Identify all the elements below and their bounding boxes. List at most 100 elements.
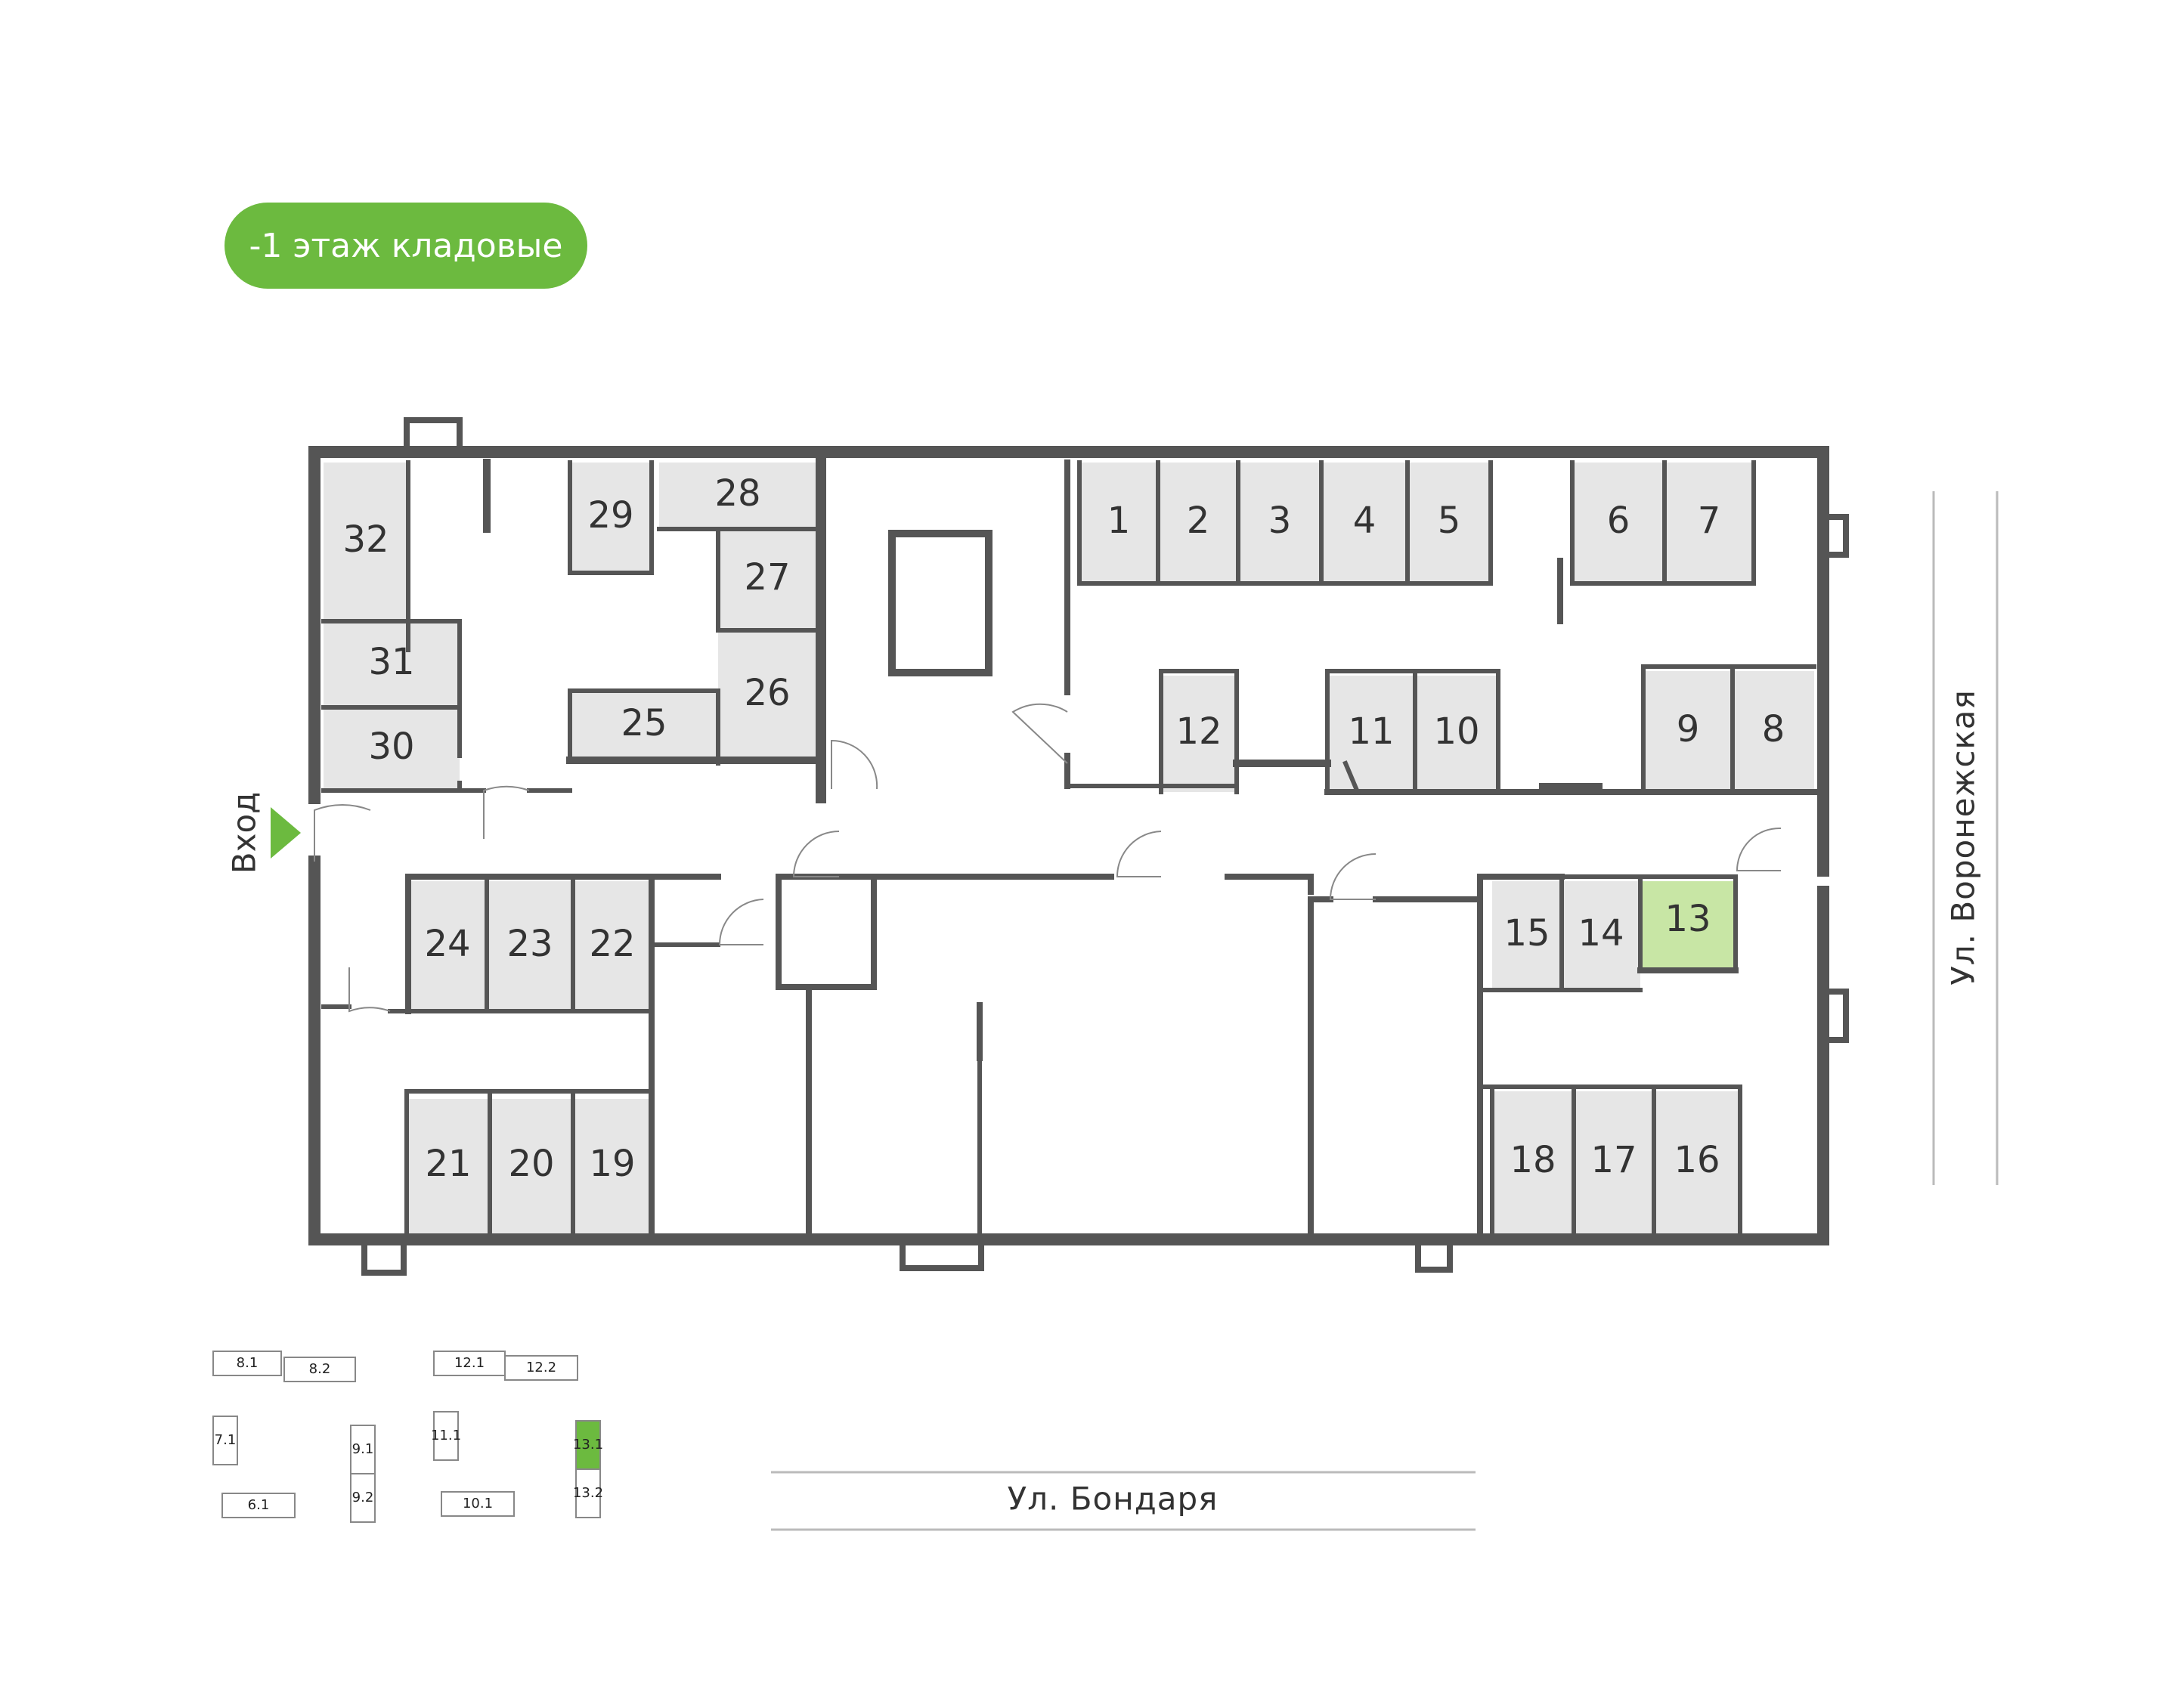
legend-unit-12.1[interactable]	[433, 1351, 506, 1376]
legend-unit-label-9.2: 9.2	[352, 1490, 374, 1505]
storage-unit-26[interactable]	[718, 630, 816, 760]
storage-unit-16[interactable]	[1654, 1091, 1740, 1233]
storage-unit-label-16: 16	[1674, 1139, 1720, 1181]
storage-unit-14[interactable]	[1562, 881, 1640, 990]
storage-unit-8[interactable]	[1733, 671, 1814, 792]
door-swing	[314, 803, 371, 862]
legend-unit-label-13.2: 13.2	[573, 1485, 603, 1501]
storage-unit-31[interactable]	[324, 621, 460, 707]
legend-unit-8.2[interactable]	[283, 1357, 356, 1382]
storage-unit-27[interactable]	[718, 529, 816, 630]
legend-unit-13.2[interactable]	[575, 1468, 601, 1518]
wall-segment	[900, 1236, 984, 1271]
legend-unit-label-8.2: 8.2	[309, 1361, 331, 1377]
storage-unit-32[interactable]	[324, 463, 408, 621]
storage-unit-label-2: 2	[1187, 500, 1210, 542]
storage-unit-label-5: 5	[1438, 500, 1461, 542]
storage-unit-15[interactable]	[1492, 881, 1562, 990]
legend-unit-10.1[interactable]	[441, 1491, 515, 1517]
storage-unit-label-10: 10	[1433, 710, 1479, 753]
door-swing	[792, 831, 840, 877]
storage-unit-28[interactable]	[659, 463, 816, 529]
storage-units-layer	[324, 463, 1814, 1233]
storage-unit-5[interactable]	[1407, 463, 1491, 583]
wall-segment	[361, 1236, 407, 1276]
storage-unit-19[interactable]	[573, 1099, 652, 1233]
legend-unit-6.1[interactable]	[221, 1493, 296, 1518]
storage-unit-label-22: 22	[589, 923, 635, 965]
legend-unit-7.1[interactable]	[212, 1416, 238, 1465]
storage-unit-25[interactable]	[570, 691, 718, 760]
storage-unit-30[interactable]	[324, 707, 460, 791]
storage-unit-24[interactable]	[408, 881, 487, 1011]
storage-unit-label-26: 26	[744, 672, 790, 714]
storage-unit-label-7: 7	[1698, 500, 1721, 542]
wall-segment	[404, 417, 463, 455]
storage-unit-11[interactable]	[1327, 676, 1415, 792]
storage-unit-label-3: 3	[1268, 500, 1292, 542]
door-swing	[718, 899, 764, 945]
storage-unit-label-28: 28	[714, 472, 760, 515]
storage-unit-1[interactable]	[1079, 463, 1158, 583]
storage-unit-9[interactable]	[1643, 671, 1733, 792]
storage-unit-label-8: 8	[1762, 708, 1785, 750]
legend-unit-label-7.1: 7.1	[215, 1432, 237, 1448]
storage-unit-6[interactable]	[1572, 463, 1664, 583]
legend-unit-9.2[interactable]	[350, 1473, 376, 1523]
storage-unit-label-6: 6	[1607, 500, 1630, 542]
storage-unit-20[interactable]	[490, 1099, 573, 1233]
entrance-label: Вход	[226, 792, 263, 874]
storage-unit-label-20: 20	[508, 1143, 554, 1185]
door-swing	[1329, 853, 1376, 900]
door-swing	[1736, 827, 1782, 871]
storage-unit-18[interactable]	[1492, 1091, 1574, 1233]
storage-unit-label-17: 17	[1590, 1139, 1637, 1181]
storage-unit-22[interactable]	[573, 881, 652, 1011]
legend-unit-label-12.1: 12.1	[454, 1355, 485, 1371]
storage-unit-label-4: 4	[1353, 500, 1376, 542]
storage-unit-13[interactable]	[1640, 881, 1736, 970]
wall-segment	[1820, 989, 1849, 1043]
storage-unit-label-23: 23	[506, 923, 553, 965]
storage-unit-label-18: 18	[1510, 1139, 1556, 1181]
wall-segment	[1342, 760, 1361, 795]
storage-unit-10[interactable]	[1415, 676, 1498, 792]
storage-unit-29[interactable]	[570, 463, 652, 573]
storage-unit-7[interactable]	[1664, 463, 1754, 583]
storage-unit-label-15: 15	[1503, 912, 1550, 955]
street-label-right: Ул. Воронежская	[1945, 689, 1982, 986]
entrance-arrow-icon	[271, 807, 301, 859]
storage-unit-label-13: 13	[1664, 898, 1711, 940]
wall-segment	[1415, 1236, 1453, 1273]
legend-unit-label-10.1: 10.1	[463, 1496, 493, 1512]
storage-unit-label-1: 1	[1107, 500, 1131, 542]
storage-unit-3[interactable]	[1238, 463, 1321, 583]
legend-unit-8.1[interactable]	[212, 1351, 282, 1376]
legend-unit-label-13.1: 13.1	[573, 1437, 603, 1453]
floor-badge: -1 этаж кладовые	[225, 203, 587, 289]
wall-segment	[888, 530, 993, 676]
storage-unit-4[interactable]	[1321, 463, 1407, 583]
storage-unit-17[interactable]	[1574, 1091, 1654, 1233]
storage-unit-label-24: 24	[424, 923, 470, 965]
storage-unit-label-25: 25	[621, 702, 667, 744]
legend-unit-label-6.1: 6.1	[248, 1497, 270, 1513]
storage-unit-label-12: 12	[1175, 710, 1222, 753]
door-swing	[348, 967, 391, 1013]
storage-unit-2[interactable]	[1158, 463, 1238, 583]
storage-unit-21[interactable]	[407, 1099, 490, 1233]
storage-unit-label-14: 14	[1578, 912, 1624, 955]
storage-unit-label-27: 27	[744, 556, 790, 599]
storage-unit-12[interactable]	[1161, 676, 1237, 792]
door-swing	[831, 739, 878, 790]
door-swing	[1011, 703, 1068, 764]
street-label-bottom: Ул. Бондаря	[1008, 1481, 1219, 1518]
storage-unit-label-31: 31	[368, 641, 414, 683]
legend-unit-12.2[interactable]	[504, 1355, 578, 1381]
storage-unit-23[interactable]	[487, 881, 573, 1011]
storage-unit-label-19: 19	[589, 1143, 635, 1185]
storage-unit-label-21: 21	[425, 1143, 471, 1185]
legend-unit-11.1[interactable]	[433, 1411, 459, 1461]
